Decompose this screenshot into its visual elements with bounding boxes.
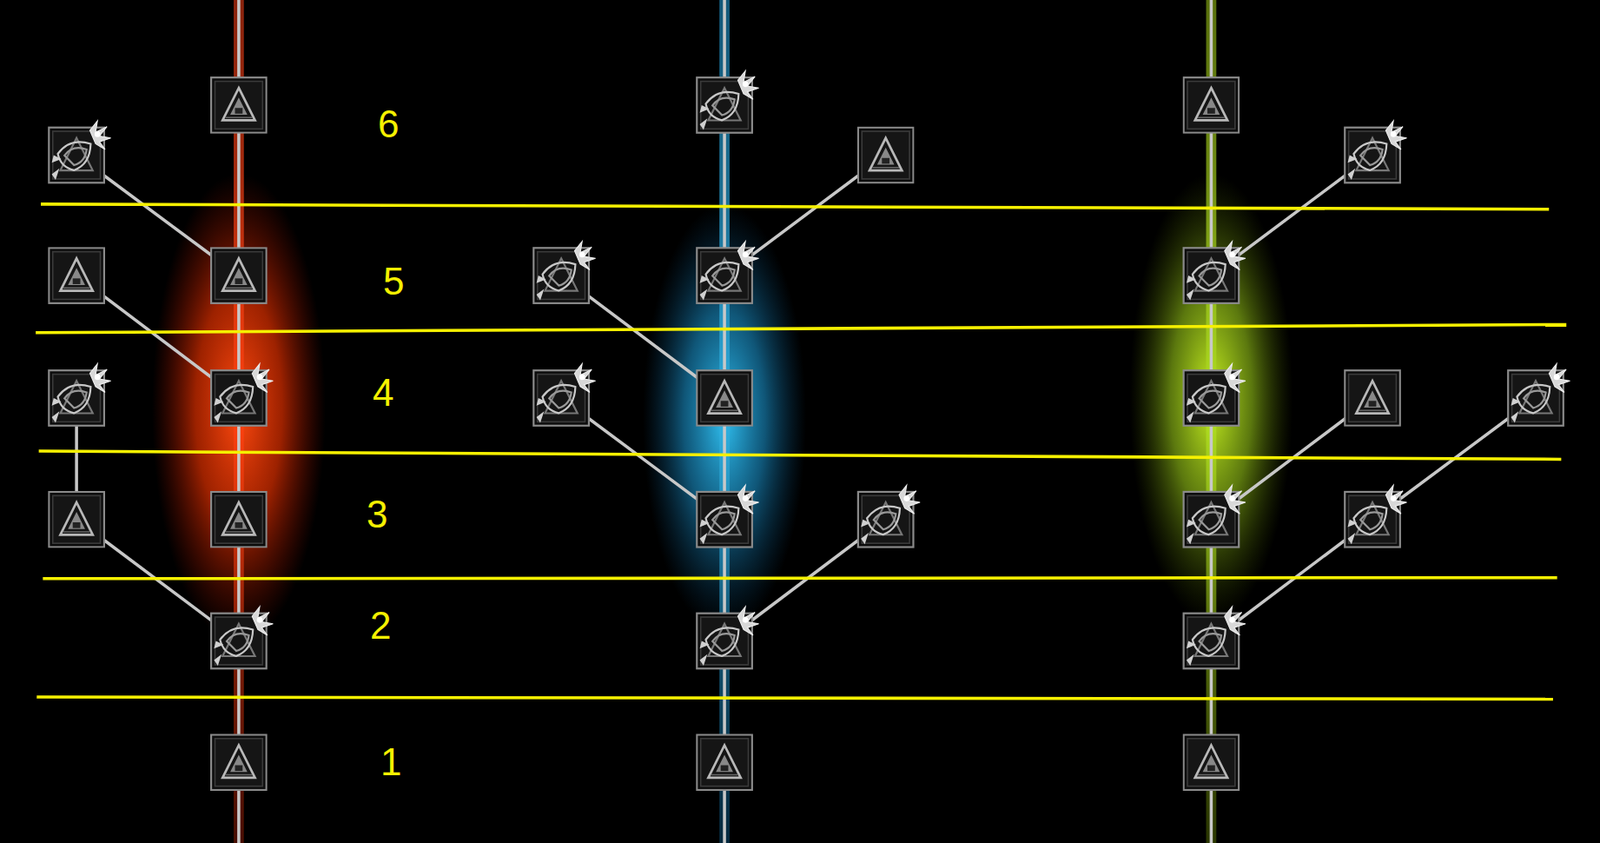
row-number: 1 [380, 742, 402, 781]
row-number: 2 [370, 606, 391, 645]
row-number: 4 [372, 373, 394, 412]
row-number: 5 [383, 262, 404, 301]
row-number: 3 [366, 495, 388, 534]
row-number: 6 [377, 105, 399, 144]
